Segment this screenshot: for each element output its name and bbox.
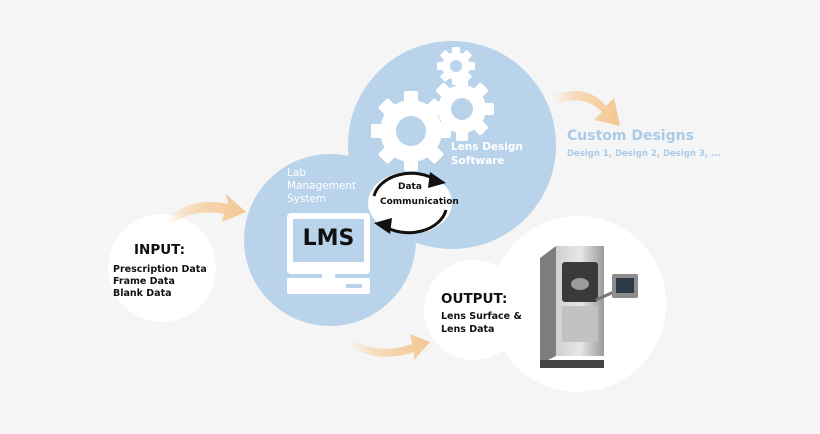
lms-title-line-1: Lab [287, 167, 306, 179]
machine-icon [540, 246, 638, 368]
output-line-2: Lens Data [441, 324, 495, 335]
lms-title-line-3: System [287, 193, 327, 205]
computer-icon [287, 213, 370, 294]
input-heading: INPUT: [134, 242, 186, 258]
cycle-arrows-icon [368, 171, 452, 235]
comm-line-1: Data [398, 182, 422, 192]
gear-icon [437, 47, 475, 85]
custom-designs-title: Custom Designs [567, 128, 694, 144]
lens-design-title-line-1: Lens Design [451, 141, 523, 153]
input-bubble [108, 214, 216, 322]
curved-arrow-icon [348, 334, 430, 360]
lms-title-line-2: Management [287, 180, 357, 192]
input-line-blank: Blank Data [113, 288, 172, 299]
gear-icon [371, 91, 451, 171]
gear-icon [430, 77, 494, 141]
comm-line-2: Communication [380, 197, 459, 207]
output-heading: OUTPUT: [441, 291, 508, 307]
curved-arrow-icon [165, 194, 246, 224]
custom-designs-subtitle: Design 1, Design 2, Design 3, ... [567, 149, 721, 159]
lms-screen-text: LMS [302, 226, 355, 251]
curved-arrow-icon [552, 90, 620, 126]
input-line-frame: Frame Data [113, 276, 175, 287]
output-line-1: Lens Surface & [441, 311, 522, 322]
input-line-prescription: Prescription Data [113, 264, 207, 275]
lens-design-title-line-2: Software [451, 155, 505, 167]
